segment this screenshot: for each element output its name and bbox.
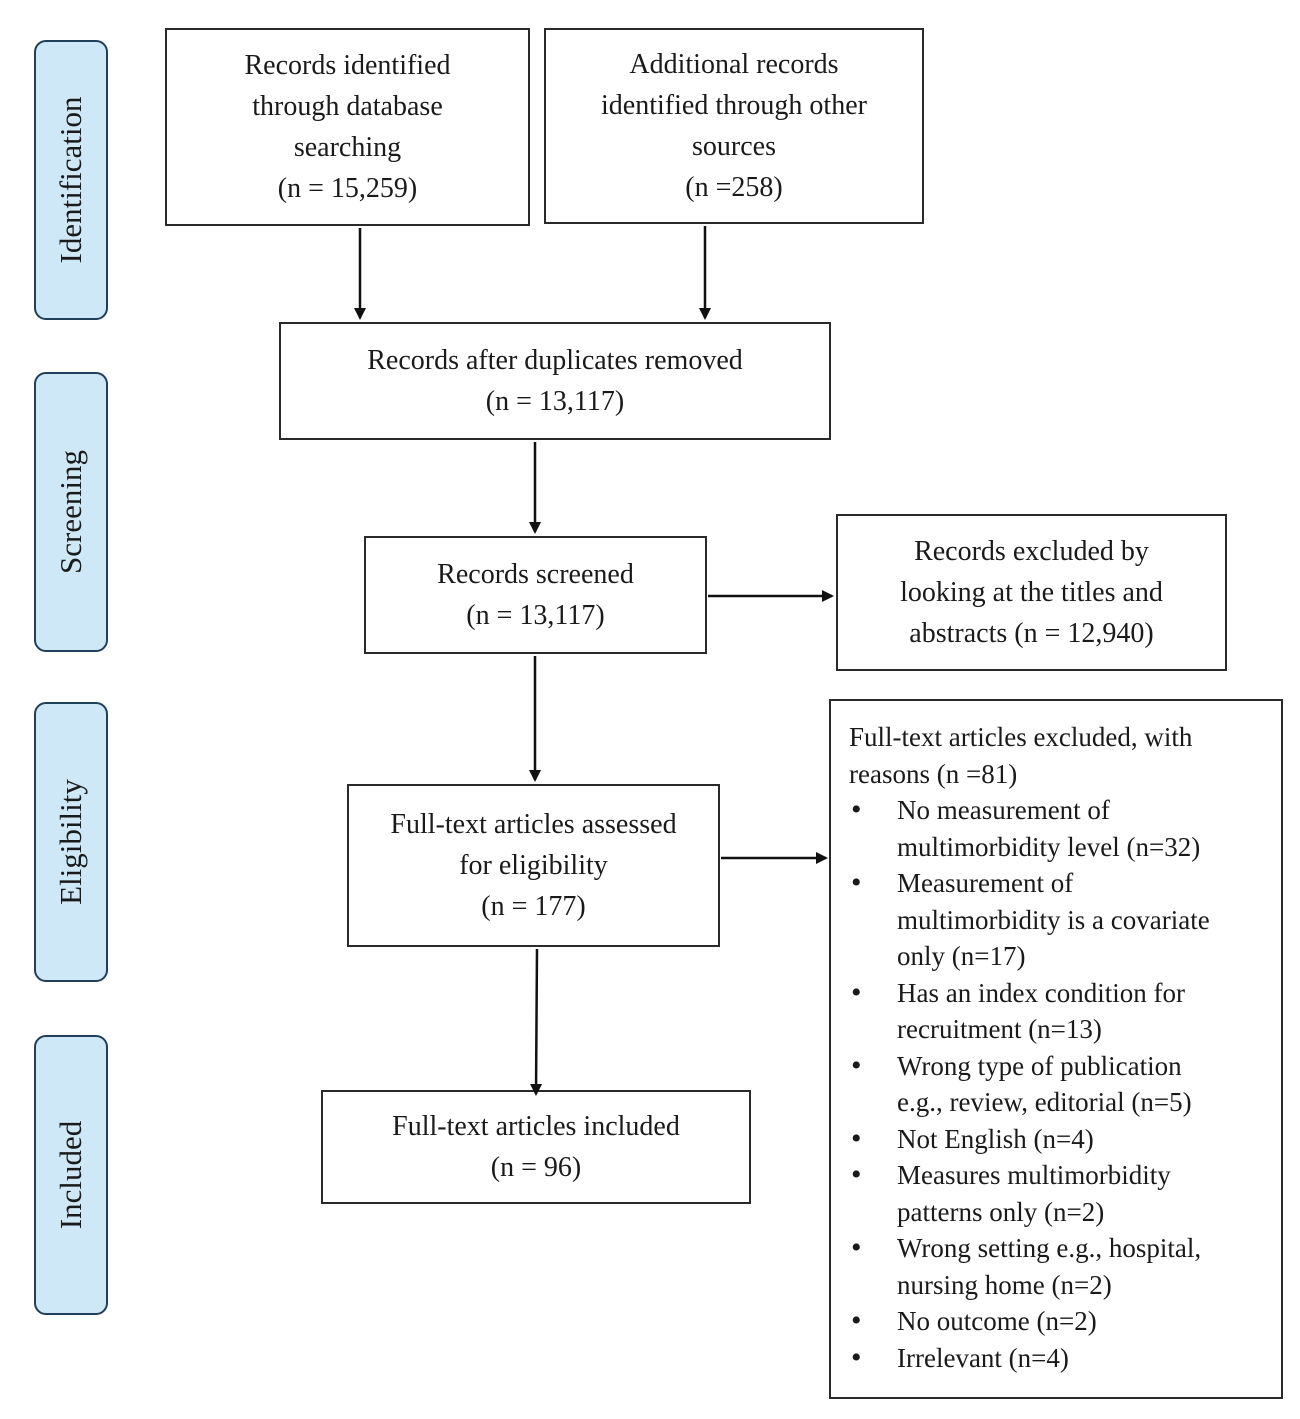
- box-line: Additional records: [629, 49, 839, 80]
- exclusion-reason: Measurement of multimorbidity is a covar…: [849, 865, 1271, 975]
- exclusion-reason: Has an index condition for recruitment (…: [849, 975, 1271, 1048]
- exclusion-heading-line: Full-text articles excluded, with: [849, 722, 1193, 752]
- box-line: Full-text articles assessed: [390, 809, 677, 840]
- reason-line: Has an index condition for: [897, 977, 1185, 1008]
- box-line: Records identified: [244, 50, 451, 81]
- reason-line: Wrong setting e.g., hospital,: [897, 1233, 1202, 1263]
- exclusion-reason: Not English (n=4): [849, 1121, 1271, 1158]
- reason-line: e.g., review, editorial (n=5): [897, 1087, 1192, 1117]
- box-line: (n = 177): [481, 891, 586, 922]
- box-records-screened: Records screened (n = 13,117): [364, 536, 707, 654]
- box-other-sources: Additional records identified through ot…: [544, 28, 924, 224]
- box-line: (n = 96): [490, 1152, 582, 1183]
- phase-eligibility: Eligibility: [34, 702, 108, 982]
- exclusion-reason: No outcome (n=2): [849, 1303, 1271, 1340]
- box-line: Full-text articles included: [392, 1111, 680, 1142]
- box-line: looking at the titles and: [900, 577, 1163, 608]
- phase-identification: Identification: [34, 40, 108, 320]
- reason-line: only (n=17): [897, 941, 1026, 971]
- box-fulltext-assessed: Full-text articles assessed for eligibil…: [347, 784, 720, 947]
- reason-line: Measurement of: [897, 868, 1074, 898]
- reason-line: nursing home (n=2): [897, 1269, 1112, 1300]
- exclusion-reason-list: No measurement of multimorbidity level (…: [849, 792, 1271, 1376]
- box-fulltext-excluded: Full-text articles excluded, with reason…: [829, 699, 1283, 1399]
- arrow-assessed-to-included: [530, 948, 543, 1096]
- box-line: identified through other: [601, 90, 867, 121]
- reason-line: multimorbidity is a covariate: [897, 904, 1210, 935]
- phase-included: Included: [34, 1035, 108, 1315]
- exclusion-reason: Wrong setting e.g., hospital, nursing ho…: [849, 1230, 1271, 1303]
- exclusion-reason: No measurement of multimorbidity level (…: [849, 792, 1271, 865]
- exclusion-reason: Wrong type of publication e.g., review, …: [849, 1048, 1271, 1121]
- reason-line: Wrong type of publication: [897, 1050, 1182, 1081]
- box-line: for eligibility: [459, 850, 608, 881]
- exclusion-reason: Measures multimorbidity patterns only (n…: [849, 1157, 1271, 1230]
- box-line: abstracts (n = 12,940): [909, 618, 1154, 649]
- exclusion-heading-line: reasons (n =81): [849, 758, 1018, 789]
- box-line: sources: [692, 131, 776, 162]
- phase-screening: Screening: [34, 372, 108, 652]
- box-database-search: Records identified through database sear…: [165, 28, 530, 226]
- box-line: Records after duplicates removed: [367, 345, 743, 376]
- reason-line: No outcome (n=2): [897, 1306, 1097, 1336]
- box-line: searching: [293, 132, 402, 163]
- box-line: (n = 13,117): [485, 386, 625, 417]
- reason-line: Measures multimorbidity: [897, 1160, 1171, 1190]
- box-line: Records excluded by: [914, 536, 1149, 567]
- box-fulltext-included: Full-text articles included (n = 96): [321, 1090, 751, 1204]
- reason-line: Irrelevant (n=4): [897, 1342, 1069, 1373]
- exclusion-reason: Irrelevant (n=4): [849, 1340, 1271, 1377]
- box-line: (n = 15,259): [277, 173, 418, 204]
- reason-line: multimorbidity level (n=32): [897, 831, 1201, 862]
- box-line: through database: [252, 91, 443, 122]
- reason-line: recruitment (n=13): [897, 1014, 1102, 1044]
- reason-line: No measurement of: [897, 795, 1110, 825]
- box-line: (n = 13,117): [466, 600, 605, 631]
- reason-line: patterns only (n=2): [897, 1196, 1105, 1227]
- reason-line: Not English (n=4): [897, 1123, 1094, 1154]
- box-records-excluded: Records excluded by looking at the title…: [836, 514, 1227, 671]
- box-line: Records screened: [437, 559, 634, 590]
- box-duplicates-removed: Records after duplicates removed (n = 13…: [279, 322, 831, 440]
- box-line: (n =258): [685, 172, 783, 203]
